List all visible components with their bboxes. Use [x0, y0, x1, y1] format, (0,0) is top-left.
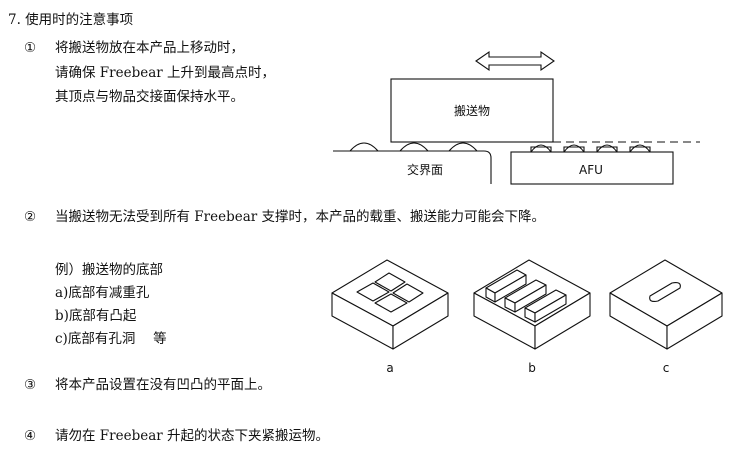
- item-3-marker: ③: [24, 377, 37, 393]
- afu-cap: [530, 146, 552, 152]
- load-label: 搬送物: [454, 103, 490, 118]
- item-1-line-2: 请确保 Freebear 上升到最高点时，: [55, 65, 276, 81]
- item-1-line-3: 其顶点与物品交接面保持水平。: [55, 89, 244, 105]
- example-line-c: c)底部有孔洞 等: [55, 331, 167, 347]
- afu-label: AFU: [579, 163, 603, 177]
- afu-cap: [563, 146, 585, 152]
- block-c: [609, 259, 723, 350]
- afu-ball: [563, 144, 585, 153]
- ball: [349, 142, 379, 152]
- afu-cap: [629, 146, 651, 152]
- item-2-marker: ②: [24, 209, 37, 225]
- afu-box: [510, 151, 674, 185]
- afu-ball: [629, 144, 651, 153]
- block-b: [473, 259, 591, 350]
- item-4-marker: ④: [24, 428, 37, 444]
- item-4-line-1: 请勿在 Freebear 升起的状态下夹紧搬运物。: [55, 428, 330, 444]
- interface-label: 交界面: [407, 162, 443, 177]
- example-line-a: a)底部有减重孔: [55, 285, 150, 301]
- example-line-b: b)底部有凸起: [55, 308, 137, 324]
- item-1-marker: ①: [24, 40, 37, 56]
- block-a: [331, 259, 449, 350]
- afu-ball: [596, 144, 618, 153]
- label-b: b: [528, 361, 536, 375]
- section-title: 7. 使用时的注意事项: [8, 12, 134, 28]
- item-3-line-1: 将本产品设置在没有凹凸的平面上。: [55, 377, 271, 393]
- move-arrow-icon: [475, 50, 555, 72]
- label-c: c: [663, 361, 670, 375]
- item-2-line-1: 当搬送物无法受到所有 Freebear 支撑时，本产品的载重、搬送能力可能会下降…: [55, 209, 546, 225]
- example-heading: 例）搬送物的底部: [55, 262, 163, 278]
- ball: [399, 142, 429, 152]
- load-box: [390, 78, 554, 143]
- afu-cap: [596, 146, 618, 152]
- slot-hole: [649, 282, 681, 302]
- label-a: a: [386, 361, 393, 375]
- left-surface: [333, 150, 492, 184]
- ball: [448, 142, 478, 152]
- afu-ball: [530, 144, 552, 153]
- item-1-line-1: 将搬送物放在本产品上移动时，: [55, 40, 244, 56]
